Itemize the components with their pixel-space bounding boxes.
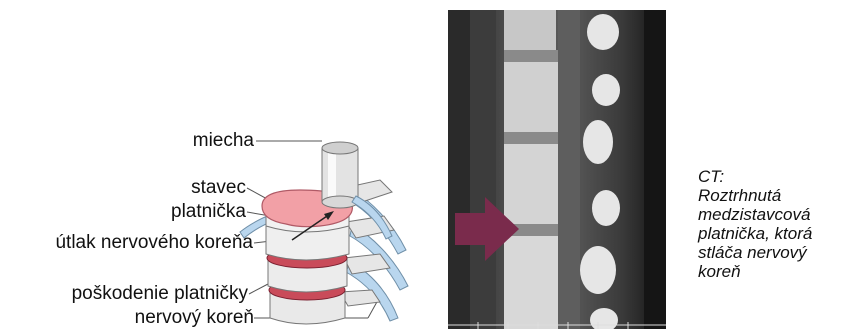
caption-line: stláča nervový — [698, 243, 812, 262]
label-nerve-root: nervový koreň — [135, 308, 254, 328]
caption-line: CT: — [698, 167, 812, 186]
label-nerve-compression: útlak nervového koreňa — [55, 233, 253, 253]
ct-scan-image — [448, 10, 666, 329]
spine-illustration — [0, 0, 440, 329]
label-vertebra: stavec — [191, 178, 246, 198]
caption-line: platnička, ktorá — [698, 224, 812, 243]
label-disc: platnička — [171, 202, 246, 222]
ct-caption: CT: Roztrhnutá medzistavcová platnička, … — [698, 167, 812, 281]
label-spinal-cord: miecha — [193, 131, 254, 151]
ct-pointer-arrow — [455, 197, 521, 261]
caption-line: Roztrhnutá — [698, 186, 812, 205]
vertebra-stack — [266, 226, 349, 324]
spinal-cord — [322, 142, 358, 208]
label-disc-damage: poškodenie platničky — [72, 284, 248, 304]
caption-line: koreň — [698, 262, 812, 281]
ct-scan-graphic — [448, 10, 666, 329]
caption-line: medzistavcová — [698, 205, 812, 224]
